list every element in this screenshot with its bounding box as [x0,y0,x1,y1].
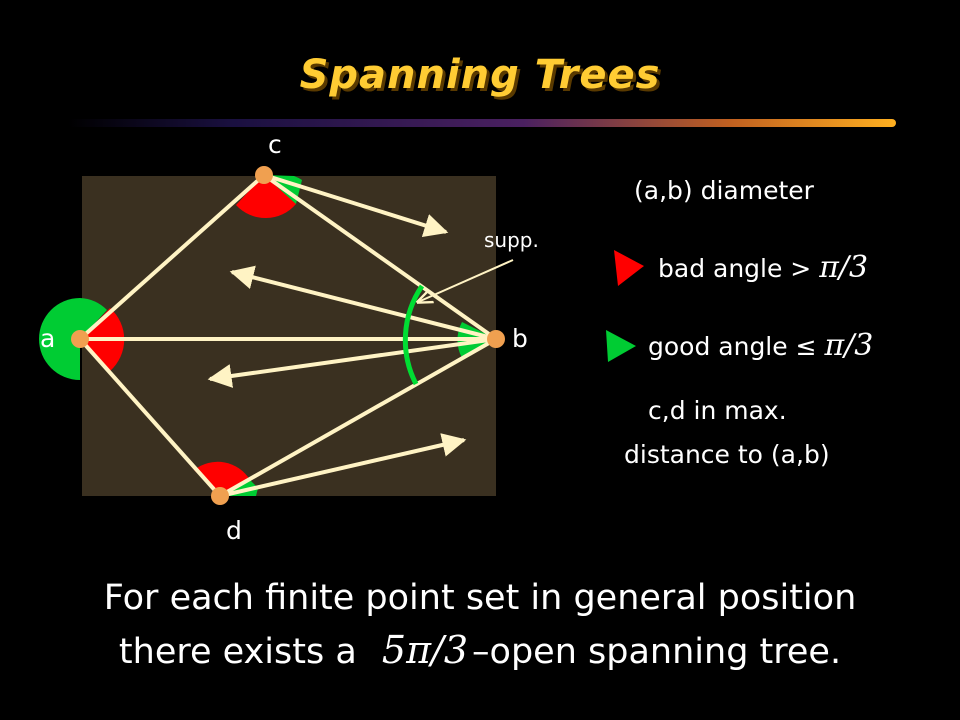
edge-c-b [262,173,498,341]
node-d [211,487,229,505]
bad-angle-label: bad angle > π/3 [658,250,868,285]
bad-angle-pi: π/3 [819,250,869,285]
statement-line2-pre: there exists a [118,632,357,672]
bad-angle-text: bad angle > [658,254,812,283]
node-c [255,166,273,184]
angle-wedge-a-good [39,298,80,380]
edge-d-b [219,337,497,498]
edge-a-d [78,337,222,498]
point-label-d: d [226,516,242,545]
arrow-b-lower-left [207,337,497,388]
angle-wedge-a-good-2 [80,298,107,339]
statement-line1: For each finite point set in general pos… [103,578,857,618]
node-a [71,330,89,348]
statement-line2: there exists a 5π/3–open spanning tree. [0,628,960,672]
node-b [487,330,505,348]
arrow-b-upper-left [229,265,497,341]
good-angle-text: good angle ≤ [648,332,817,361]
direction-arrows [207,173,497,498]
statement-line2-math: 5π/3 [381,628,469,672]
good-angle-pointer-icon [606,330,636,362]
diameter-label: (a,b) diameter [634,176,814,205]
arrow-from-c [263,173,449,237]
supp-label: supp. [484,228,539,252]
page-title: Spanning Trees [299,52,661,98]
supp-pointer-arrow [418,259,514,302]
title-underline-bar [68,119,896,127]
tree-edges [78,173,498,498]
edge-a-c [78,173,266,341]
point-label-b: b [512,324,528,353]
max-distance-line1: c,d in max. [648,396,787,425]
good-angle-pi: π/3 [824,328,874,363]
bad-angle-pointer-icon [614,250,644,286]
point-label-a: a [40,324,56,353]
point-label-c: c [268,130,282,159]
arrow-from-d [219,433,467,498]
angle-wedge-c-bad [236,175,296,219]
max-distance-line2: distance to (a,b) [624,440,830,469]
statement-line2-post: –open spanning tree. [472,632,842,672]
good-angle-label: good angle ≤ π/3 [648,328,873,363]
